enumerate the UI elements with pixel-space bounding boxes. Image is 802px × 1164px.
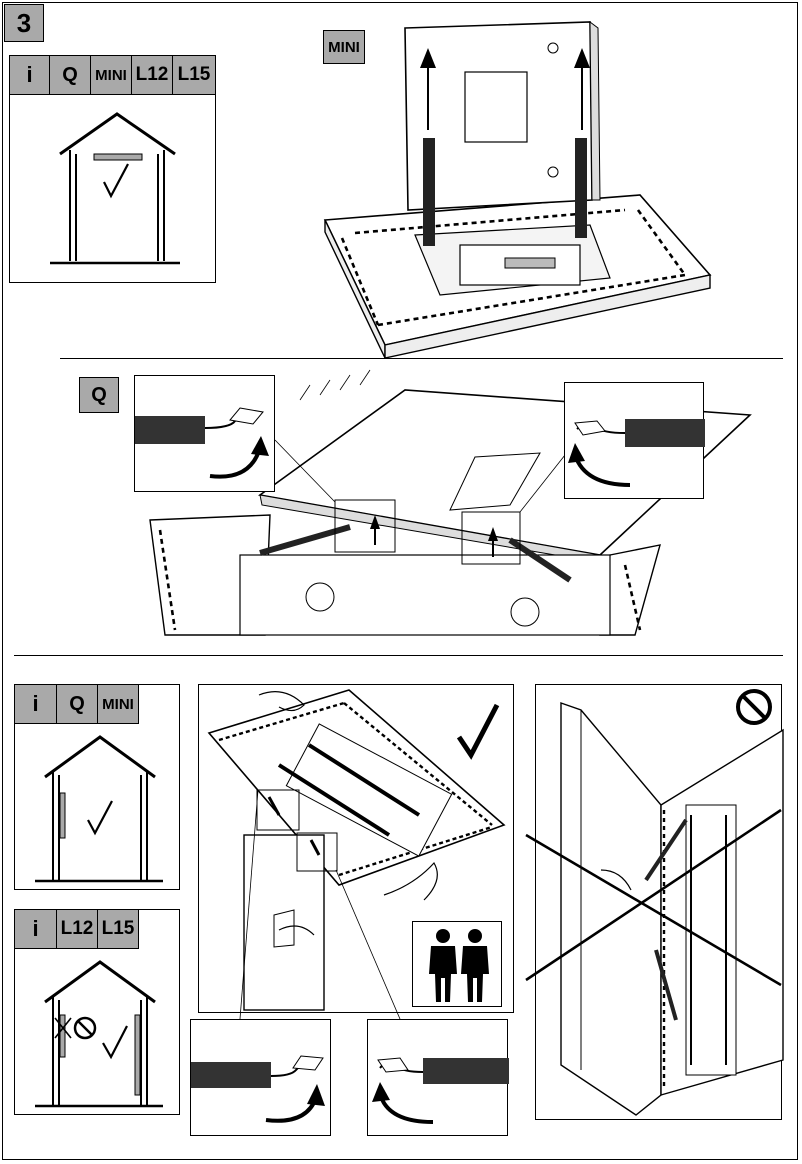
spring-hook-detail-right (564, 382, 705, 499)
tag-l15: L15 (173, 56, 215, 94)
tag-info: i (15, 685, 57, 723)
step-number: 3 (4, 4, 44, 42)
house-diagram-wall (35, 735, 163, 883)
cross-icon (525, 808, 782, 987)
check-icon (102, 1025, 128, 1060)
q-housing-illustration (149, 369, 752, 636)
prohibited-icon (73, 1016, 97, 1040)
section-divider-2 (14, 655, 783, 656)
tag-info: i (10, 56, 50, 94)
spring-hook-detail-bottom-left (190, 1019, 331, 1136)
cross-icon (54, 1017, 72, 1039)
house-diagram-wall-large (35, 960, 163, 1108)
mini-housing-illustration (323, 20, 712, 359)
tag-mini: MINI (91, 56, 132, 94)
tag-q: Q (57, 685, 98, 723)
check-icon (87, 800, 113, 836)
tag-info: i (15, 910, 57, 948)
tag-l12: L12 (132, 56, 173, 94)
tag-l12: L12 (57, 910, 98, 948)
tag-q: Q (50, 56, 91, 94)
panel-all-models: i Q MINI L12 L15 (9, 55, 216, 283)
check-icon (103, 163, 129, 199)
two-people-icon (412, 921, 502, 1007)
panel-l12-l15: i L12 L15 (14, 909, 180, 1115)
spring-hook-detail-bottom-right (367, 1019, 509, 1136)
mini-badge: MINI (323, 30, 365, 64)
q-badge: Q (79, 377, 119, 413)
correct-installation-panel (198, 684, 514, 1013)
panel-q-mini: i Q MINI (14, 684, 180, 890)
tag-row: i Q MINI (15, 685, 139, 724)
prohibited-icon (736, 689, 772, 725)
spring-hook-detail-left (134, 375, 275, 492)
tag-l15: L15 (98, 910, 139, 948)
tag-row: i Q MINI L12 L15 (10, 56, 215, 95)
tag-row: i L12 L15 (15, 910, 139, 949)
incorrect-installation-panel (525, 684, 784, 1120)
check-icon (456, 703, 500, 760)
house-diagram-ceiling (50, 112, 180, 265)
section-divider (60, 358, 783, 359)
tag-mini: MINI (98, 685, 139, 723)
